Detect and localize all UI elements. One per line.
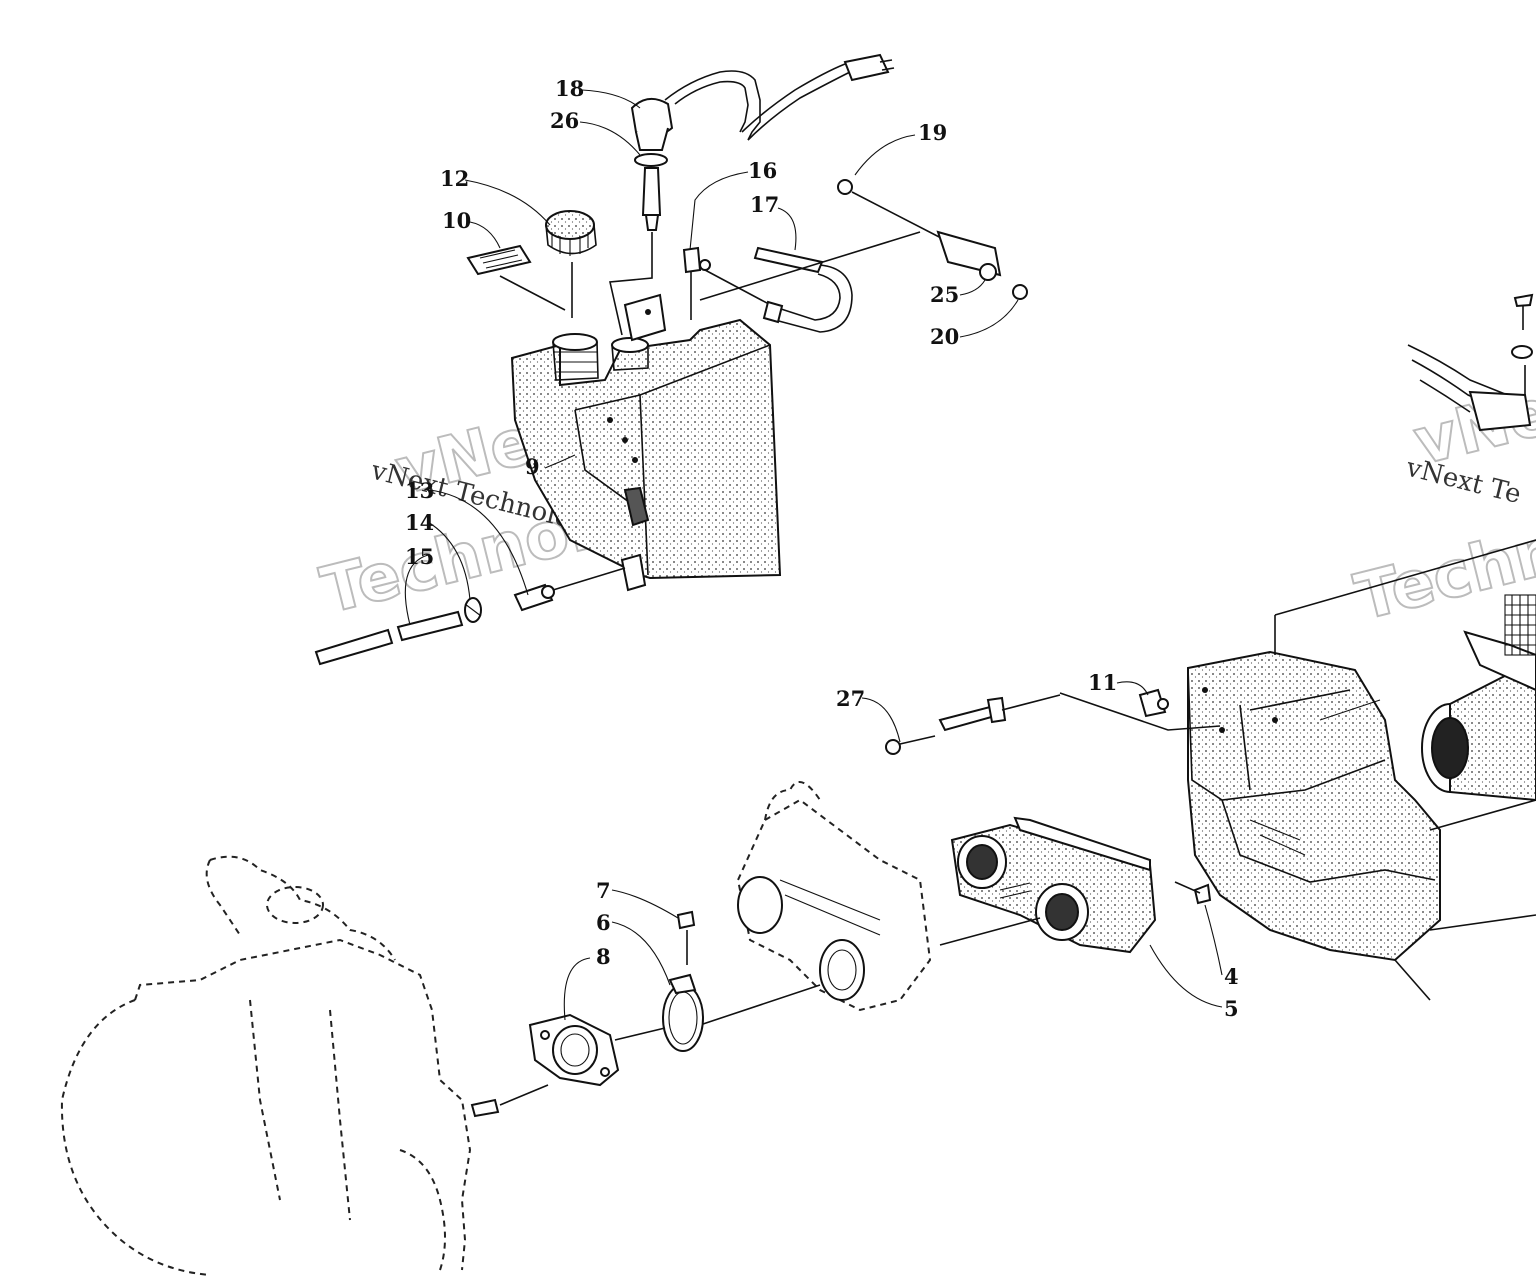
vent-hose xyxy=(753,246,853,333)
callout-14: 14 xyxy=(405,510,434,535)
oil-level-sender xyxy=(630,53,895,231)
callout-10: 10 xyxy=(442,208,471,233)
clip xyxy=(1138,688,1169,718)
callout-11: 11 xyxy=(1088,670,1117,695)
callout-26: 26 xyxy=(550,108,579,133)
air-silencer-assembly xyxy=(1187,293,1536,1001)
callout-5: 5 xyxy=(1224,996,1239,1021)
callout-labels: 18 26 12 10 16 17 19 25 20 9 13 14 15 27… xyxy=(405,76,1239,1021)
oil-hose xyxy=(314,610,464,666)
intake-adapter xyxy=(950,816,1157,954)
callout-25: 25 xyxy=(930,282,959,307)
clamp-cap xyxy=(676,910,696,965)
callout-4: 4 xyxy=(1224,964,1239,989)
callout-17: 17 xyxy=(750,192,779,217)
vent-fitting xyxy=(682,246,711,274)
mount-bracket xyxy=(837,179,1028,300)
callout-18: 18 xyxy=(555,76,584,101)
intake-tube xyxy=(1421,630,1536,802)
callout-13: 13 xyxy=(405,478,434,503)
callout-leaders xyxy=(404,89,1223,1021)
intake-clamp xyxy=(662,973,704,1052)
screw-top-right xyxy=(1511,293,1534,395)
oil-tank-assembly xyxy=(314,53,1028,666)
callout-16: 16 xyxy=(748,158,777,183)
callout-7: 7 xyxy=(596,878,611,903)
callout-27: 27 xyxy=(836,686,865,711)
carburetor xyxy=(736,781,932,1012)
air-silencer xyxy=(1187,650,1441,962)
callout-19: 19 xyxy=(918,120,947,145)
watermark-right-line2: Techn xyxy=(1348,513,1536,635)
push-fastener xyxy=(885,694,1061,755)
hose-clamp-small xyxy=(464,597,482,623)
callout-9: 9 xyxy=(525,454,540,479)
sensor-harness xyxy=(1407,344,1532,432)
decal xyxy=(466,244,532,276)
screen-grid xyxy=(1504,594,1536,656)
callout-8: 8 xyxy=(596,944,611,969)
callout-15: 15 xyxy=(405,544,434,569)
callout-20: 20 xyxy=(930,324,959,349)
outlet-fitting xyxy=(513,567,626,612)
callout-12: 12 xyxy=(440,166,469,191)
oil-tank xyxy=(510,318,782,580)
adapter-screw xyxy=(1174,881,1212,905)
intake-flange xyxy=(528,1013,620,1087)
filler-cap xyxy=(545,210,597,256)
callout-6: 6 xyxy=(596,910,611,935)
engine xyxy=(60,855,500,1276)
